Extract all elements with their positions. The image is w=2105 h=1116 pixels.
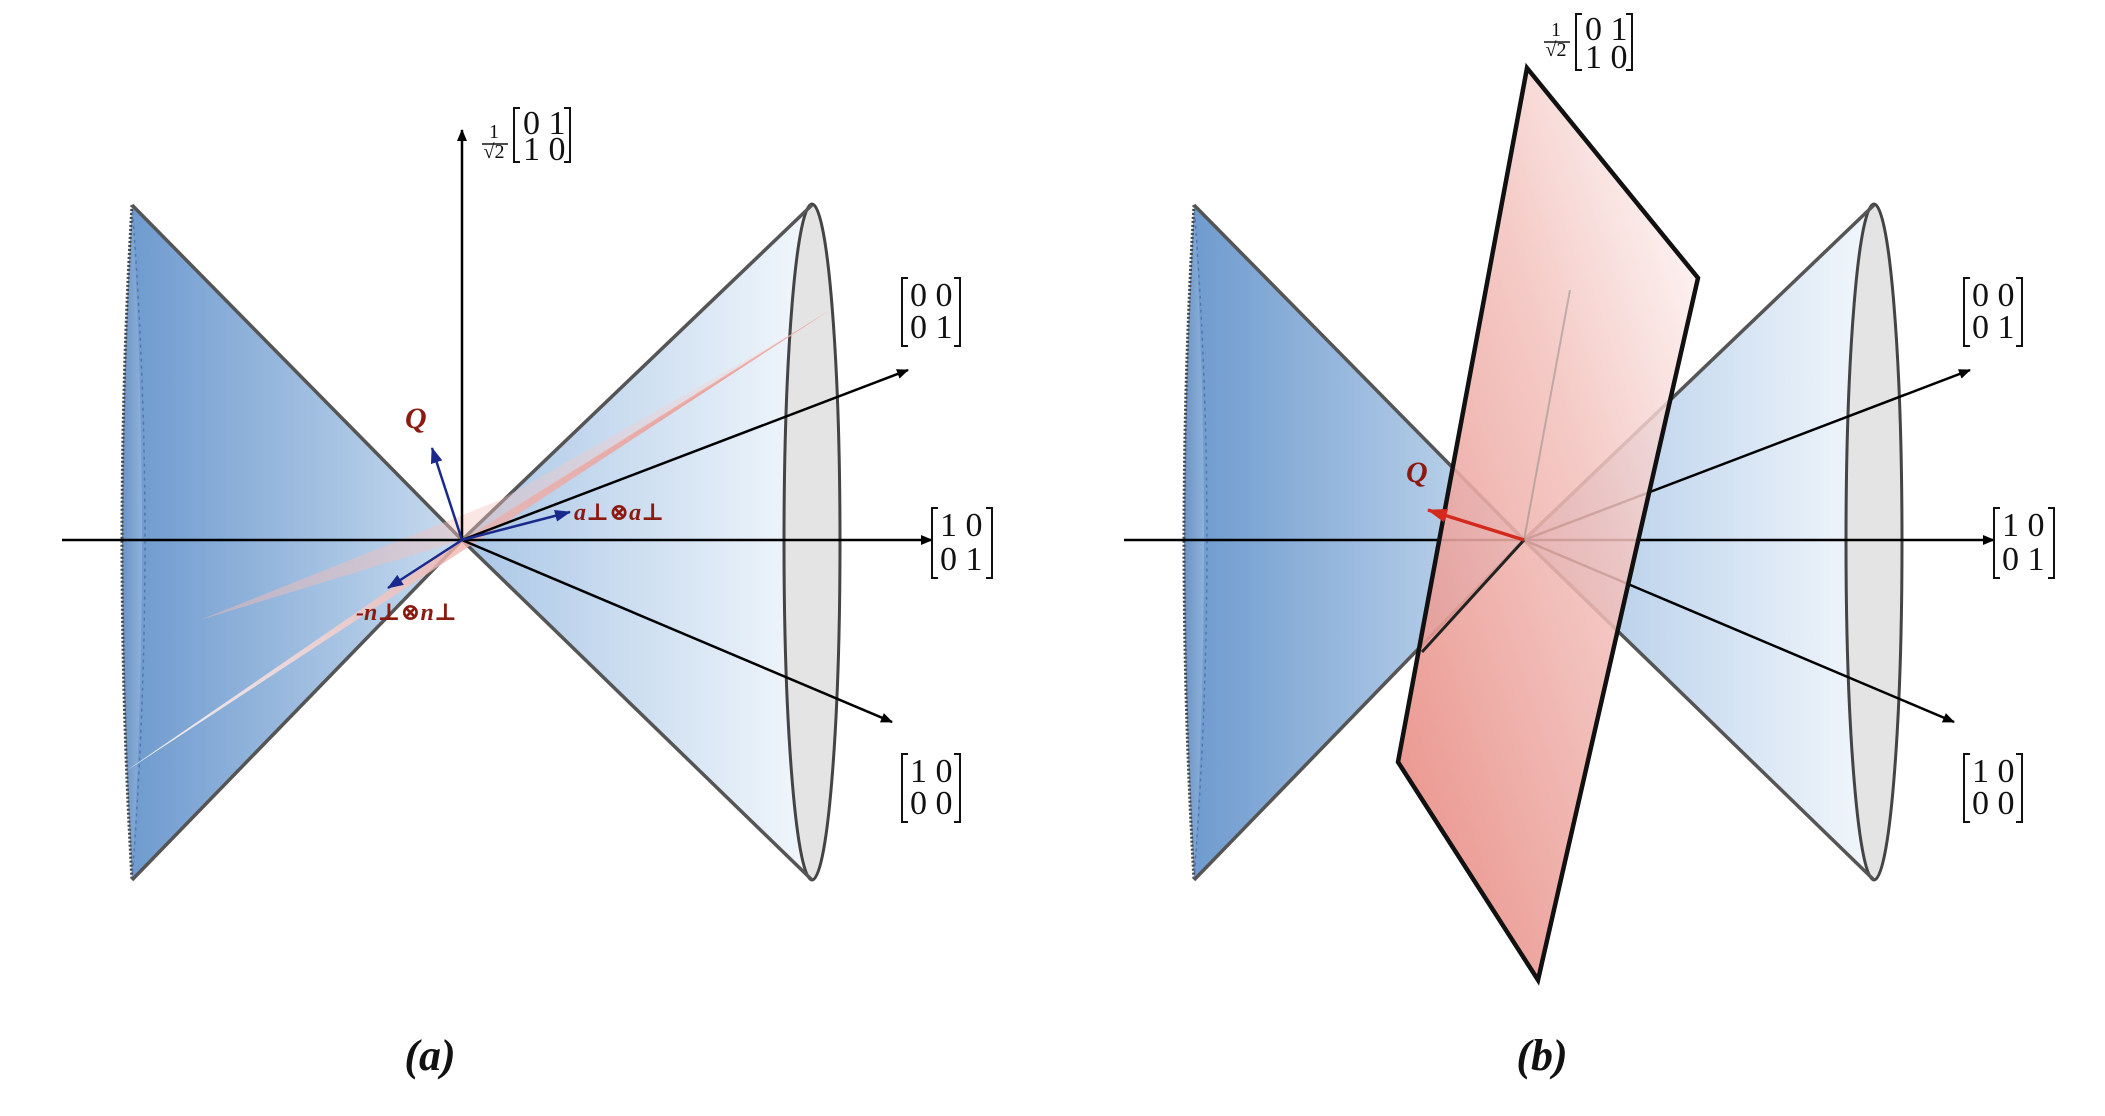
matrix-upper-right-b: 0 0 0 1 <box>1963 277 2023 347</box>
matrix-row1: 0 1 <box>1585 11 1628 48</box>
matrix-row1: 1 0 <box>910 753 953 790</box>
svg-text:1: 1 <box>489 121 499 143</box>
right-cone <box>460 202 842 882</box>
vector-q-label: Q <box>405 402 427 435</box>
matrix-row1: 0 0 <box>910 277 953 314</box>
matrix-row1: 0 0 <box>1972 277 2015 314</box>
panel-a: Q a⊥⊗a⊥ -n⊥⊗n⊥ 1 √2 0 1 1 0 0 0 0 1 1 0 … <box>62 105 993 1080</box>
matrix-row1: 1 0 <box>1972 753 2015 790</box>
matrix-top-a: 1 √2 0 1 1 0 <box>482 105 571 168</box>
matrix-row2: 0 0 <box>1972 785 2015 822</box>
caption-a: (a) <box>404 1031 455 1080</box>
matrix-row1: 0 1 <box>523 105 566 142</box>
svg-text:1: 1 <box>1551 19 1561 41</box>
matrix-right-a: 1 0 0 1 <box>931 507 993 579</box>
matrix-row2: 0 0 <box>910 785 953 822</box>
caption-b: (b) <box>1516 1031 1567 1080</box>
matrix-top-b: 1 √2 0 1 1 0 <box>1544 11 1633 76</box>
matrix-row2: 0 1 <box>1972 309 2015 346</box>
matrix-row1: 1 0 <box>2002 507 2045 544</box>
red-plane <box>120 310 830 775</box>
matrix-row2: 1 0 <box>1585 39 1628 76</box>
right-cone <box>1522 202 1904 882</box>
red-plane <box>1395 62 1701 986</box>
fraction-sqrt: √2 <box>1546 39 1567 61</box>
matrix-row1: 1 0 <box>940 507 983 544</box>
vertical-axis-hidden <box>1523 289 1571 541</box>
vectors-a <box>387 447 571 590</box>
cone-edge-through-plane <box>1420 538 1526 654</box>
vector-q-label: Q <box>1406 456 1428 489</box>
matrix-upper-right-a: 0 0 0 1 <box>901 277 961 347</box>
matrix-row2: 0 1 <box>910 309 953 346</box>
matrix-row2: 0 1 <box>2002 541 2045 578</box>
matrix-row2: 1 0 <box>523 131 566 168</box>
axes <box>62 129 933 724</box>
matrix-lower-right-a: 1 0 0 0 <box>901 753 961 823</box>
matrix-row2: 0 1 <box>940 541 983 578</box>
vector-a-label: a⊥⊗a⊥ <box>574 500 664 526</box>
fraction-sqrt: √2 <box>484 141 505 163</box>
vector-n-label: -n⊥⊗n⊥ <box>356 600 457 626</box>
vector-q-arrow <box>1427 508 1525 542</box>
matrix-right-b: 1 0 0 1 <box>1993 507 2055 579</box>
panel-b: Q 1 √2 0 1 1 0 0 0 0 1 1 0 0 1 1 0 0 0 <box>1124 11 2055 1080</box>
matrix-lower-right-b: 1 0 0 0 <box>1963 753 2023 823</box>
